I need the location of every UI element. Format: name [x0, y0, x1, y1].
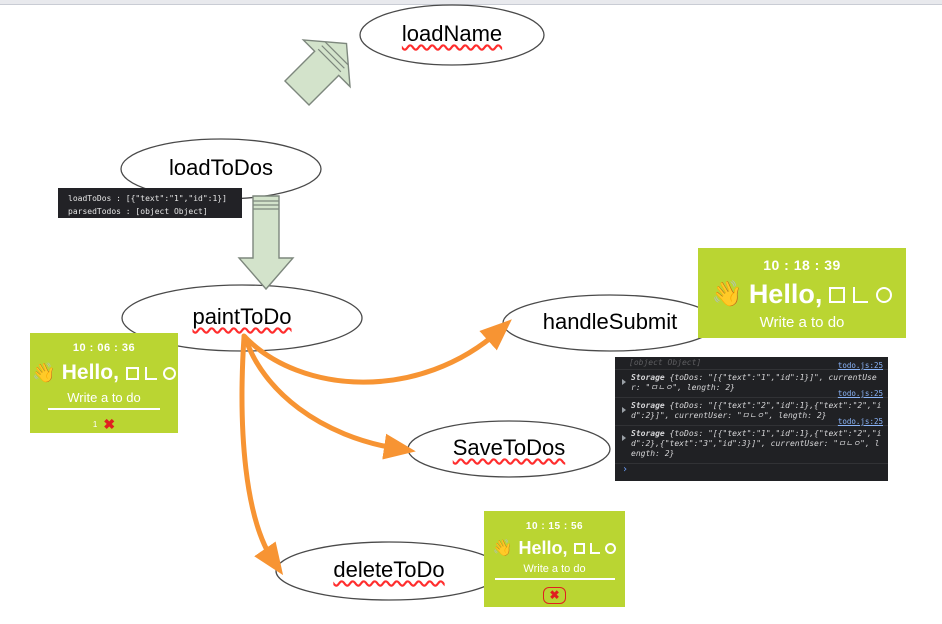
- devtools-log-body: {toDos: "[{"text":"1","id":1}]", current…: [631, 373, 877, 392]
- node-label-painttodo[interactable]: paintToDo: [192, 304, 292, 329]
- delete-button[interactable]: ✖: [543, 586, 566, 604]
- block-arrow-loadname-to-loadtodos: [283, 39, 351, 107]
- tofu-box-1: [574, 543, 586, 554]
- devtools-clipped-line: [object Object]: [629, 358, 702, 367]
- todo-app-screenshot-bottom: 10 : 15 : 56 👋 Hello, Write a to do ✖: [484, 511, 625, 607]
- tofu-box-2: [853, 286, 869, 303]
- delete-icon[interactable]: ✖: [103, 416, 116, 432]
- console-log-panel: loadToDos : [{"text":"1","id":1}] parsed…: [58, 188, 242, 218]
- todo-item-text: 1: [92, 420, 98, 429]
- node-ellipse-loadName[interactable]: [359, 4, 545, 66]
- greeting-text: Hello,: [518, 538, 568, 558]
- node-label-deletetodo[interactable]: deleteToDo: [333, 557, 445, 582]
- node-label-savetodos[interactable]: SaveToDos: [452, 435, 566, 460]
- todo-app-screenshot-top-right: 10 : 18 : 39 👋 Hello, Write a to do: [698, 248, 906, 338]
- todo-input[interactable]: Write a to do: [48, 390, 160, 410]
- greeting-text: Hello,: [748, 279, 823, 309]
- expand-triangle-icon[interactable]: [622, 379, 626, 385]
- edge-painttodo-to-savetodos: [242, 334, 416, 460]
- window-top-edge: [0, 0, 942, 5]
- tofu-box-3: [162, 366, 176, 380]
- todo-input[interactable]: Write a to do: [494, 563, 615, 580]
- devtools-log-body: {toDos: "[{"text":"1","id":1},{"text":"2…: [631, 429, 882, 458]
- username-tofu-glyphs: [574, 543, 617, 554]
- todo-app-screenshot-left: 10 : 06 : 36 👋 Hello, Write a to do 1 ✖: [30, 333, 178, 433]
- block-arrow-loadtodos-to-painttodo: [237, 195, 295, 291]
- greeting-row: 👋 Hello,: [698, 279, 906, 310]
- devtools-log-label: Storage: [631, 373, 665, 382]
- edge-painttodo-to-deletetodo: [239, 334, 284, 576]
- devtools-log-text: Storage {toDos: "[{"text":"2","id":1},{"…: [631, 401, 884, 421]
- devtools-log-row[interactable]: todo.js:25 Storage {toDos: "[{"text":"1"…: [615, 361, 888, 397]
- greeting-row: 👋 Hello,: [30, 361, 178, 385]
- devtools-log-label: Storage: [631, 429, 665, 438]
- expand-triangle-icon[interactable]: [622, 407, 626, 413]
- todo-list-item: 1 ✖: [30, 416, 178, 433]
- username-tofu-glyphs: [125, 366, 176, 380]
- source-link[interactable]: todo.js:25: [837, 417, 883, 426]
- greeting-text: Hello,: [61, 361, 119, 384]
- delete-button-row: ✖: [484, 586, 625, 604]
- tofu-box-3: [605, 543, 617, 554]
- tofu-box-1: [829, 286, 846, 303]
- source-link[interactable]: todo.js:25: [837, 361, 883, 370]
- clock-display: 10 : 15 : 56: [525, 521, 584, 532]
- greeting-row: 👋 Hello,: [484, 538, 625, 559]
- tofu-box-3: [876, 286, 893, 303]
- node-label-handlesubmit[interactable]: handleSubmit: [542, 309, 678, 334]
- expand-triangle-icon[interactable]: [622, 435, 626, 441]
- source-link[interactable]: todo.js:25: [837, 389, 883, 398]
- clock-display: 10 : 06 : 36: [72, 342, 136, 354]
- node-label-loadtodos[interactable]: loadToDos: [169, 155, 273, 180]
- waving-hand-icon: 👋: [711, 280, 743, 308]
- todo-input[interactable]: Write a to do: [759, 314, 845, 331]
- username-tofu-glyphs: [829, 286, 893, 303]
- tofu-box-2: [144, 366, 157, 380]
- delete-icon: ✖: [549, 588, 560, 602]
- devtools-log-label: Storage: [631, 401, 665, 410]
- edge-painttodo-to-handlesubmit: [241, 319, 512, 385]
- console-log-line-2: parsedTodos : [object Object]: [68, 207, 208, 216]
- node-label-loadname[interactable]: loadName: [401, 21, 503, 46]
- tofu-box-2: [590, 543, 601, 554]
- devtools-log-row[interactable]: todo.js:25 Storage {toDos: "[{"text":"1"…: [615, 417, 888, 463]
- clock-display: 10 : 18 : 39: [763, 257, 841, 273]
- devtools-log-text: Storage {toDos: "[{"text":"1","id":1}]",…: [631, 373, 884, 393]
- waving-hand-icon: 👋: [492, 539, 513, 557]
- devtools-console-screenshot: [object Object] todo.js:25 Storage {toDo…: [615, 357, 888, 481]
- devtools-log-text: Storage {toDos: "[{"text":"1","id":1},{"…: [631, 429, 884, 459]
- devtools-prompt-line[interactable]: [615, 463, 888, 475]
- devtools-log-row[interactable]: todo.js:25 Storage {toDos: "[{"text":"2"…: [615, 389, 888, 425]
- tofu-box-1: [125, 366, 139, 380]
- waving-hand-icon: 👋: [32, 362, 56, 384]
- devtools-log-body: {toDos: "[{"text":"2","id":1},{"text":"2…: [631, 401, 882, 420]
- console-log-line-1: loadToDos : [{"text":"1","id":1}]: [68, 194, 227, 203]
